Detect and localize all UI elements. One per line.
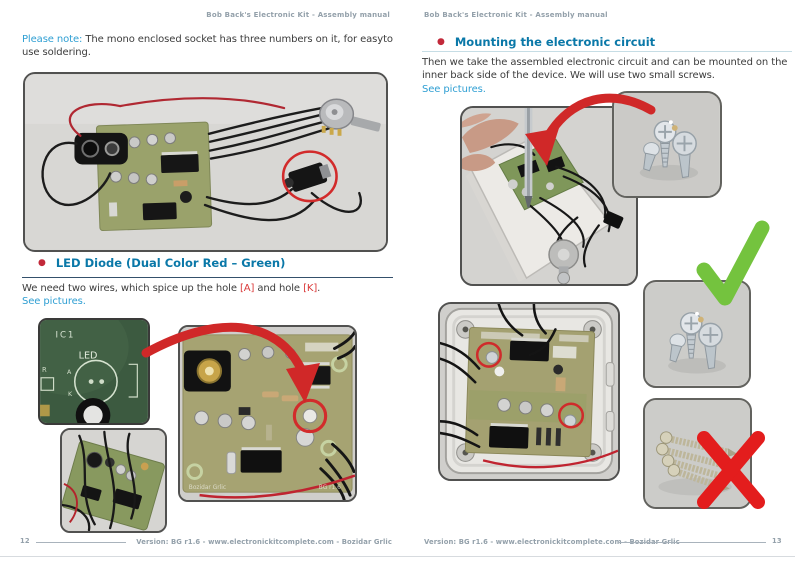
footer-rule-right <box>618 542 766 543</box>
black-wires <box>41 106 362 222</box>
potentiometer <box>318 98 381 136</box>
photo-mounting-graphic <box>462 108 636 284</box>
red-circle-markers <box>475 341 585 429</box>
red-wire <box>482 449 618 469</box>
led-photo-collage: Bozidar Grlic BG r1.6 IC1 LED A K R <box>20 313 396 539</box>
photo-correct-screws-graphic <box>645 282 749 386</box>
dc-jack <box>183 350 231 392</box>
photo-board-angle-graphic <box>62 430 165 531</box>
hole-a-label: [A] <box>239 283 255 294</box>
photo-led-closeup-graphic: IC1 LED A K R <box>40 320 148 423</box>
connector <box>603 211 624 229</box>
photo-led-silkscreen-closeup: IC1 LED A K R <box>38 318 150 425</box>
section-title-mounting: Mounting the electronic circuit <box>454 35 656 49</box>
hand <box>462 113 519 172</box>
red-wire <box>199 474 355 499</box>
pcb-silkscreen-author: Bozidar Grlic <box>189 485 226 491</box>
body-pre: We need two wires, which spice up the ho… <box>22 283 240 294</box>
section-heading-led-diode: ● LED Diode (Dual Color Red – Green) <box>38 256 285 270</box>
potentiometer <box>548 239 580 284</box>
page-bottom-edge <box>0 556 795 557</box>
photo-pcb-led-graphic: Bozidar Grlic BG r1.6 <box>180 327 355 500</box>
section-heading-mounting: ● Mounting the electronic circuit <box>437 35 655 49</box>
silkscreen-cathode: K <box>68 391 73 398</box>
pcb-silkscreen-version: BG r1.6 <box>319 485 341 491</box>
photo-pcb-led-position: Bozidar Grlic BG r1.6 <box>178 325 357 502</box>
section-underline-faint <box>422 51 792 52</box>
photo-assembled-board <box>23 72 388 252</box>
red-circle-marker <box>281 150 338 203</box>
note-text: The mono enclosed socket has three numbe… <box>22 34 393 58</box>
capacitor <box>75 397 111 423</box>
see-pictures-left: See pictures. <box>22 296 86 307</box>
photo-assembled-board-graphic <box>25 74 386 250</box>
silkscreen-led: LED <box>79 351 98 362</box>
photo-wrong-screws-graphic <box>645 400 750 507</box>
body-mid: and hole <box>254 283 304 294</box>
photo-board-angle <box>60 428 167 533</box>
right-page-number: 13 <box>772 537 782 545</box>
section-title-led: LED Diode (Dual Color Red – Green) <box>55 256 286 270</box>
hole-k-label: [K] <box>303 283 318 294</box>
silkscreen-ic1: IC1 <box>55 330 75 340</box>
red-wire <box>63 482 78 523</box>
body-end: . <box>317 283 321 294</box>
black-wires <box>490 143 611 268</box>
left-footer-version: Version: BG r1.6 - www.electronickitcomp… <box>136 538 392 546</box>
red-wire <box>68 97 286 137</box>
bullet-icon: ● <box>437 36 445 47</box>
note-paragraph: Please note: The mono enclosed socket ha… <box>22 33 398 59</box>
black-wires <box>440 304 557 449</box>
screw <box>672 131 697 179</box>
screw <box>669 333 686 363</box>
screw <box>653 120 677 168</box>
screwdriver <box>524 108 533 208</box>
right-page-header: Bob Back's Electronic Kit - Assembly man… <box>424 11 608 19</box>
black-wires <box>62 430 136 531</box>
silkscreen-anode: A <box>67 369 72 376</box>
photo-correct-screws <box>643 280 751 388</box>
screw <box>643 142 660 172</box>
bullet-icon: ● <box>38 257 46 268</box>
silkscreen-resistor: R <box>42 366 47 374</box>
left-page-number: 12 <box>20 537 30 545</box>
battery-clip <box>74 132 128 165</box>
footer-rule-left <box>36 542 126 543</box>
photo-board-in-enclosure <box>438 302 620 481</box>
mono-socket <box>283 162 332 192</box>
section-underline <box>22 277 393 278</box>
photo-wrong-screws <box>643 398 752 509</box>
note-label: Please note: <box>22 34 83 45</box>
screw <box>698 322 723 370</box>
photo-screws-inset-graphic <box>614 93 720 196</box>
photo-enclosure-graphic <box>440 304 618 479</box>
see-pictures-right: See pictures. <box>422 84 486 95</box>
photo-correct-screws-inset <box>612 91 722 198</box>
right-footer-version: Version: BG r1.6 - www.electronickitcomp… <box>424 538 680 546</box>
screw <box>679 312 703 359</box>
circuit-board <box>464 326 596 458</box>
led-body-text: We need two wires, which spice up the ho… <box>22 282 398 295</box>
left-page-header: Bob Back's Electronic Kit - Assembly man… <box>206 11 390 19</box>
mounting-body-text: Then we take the assembled electronic ci… <box>422 57 788 81</box>
